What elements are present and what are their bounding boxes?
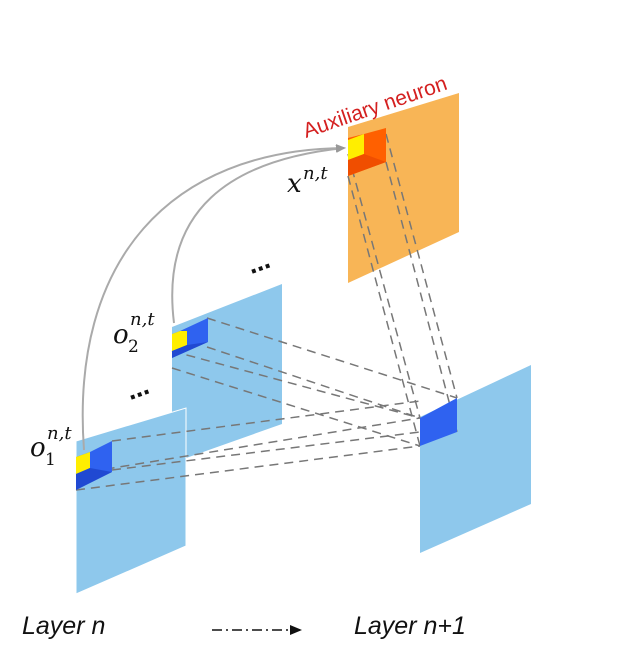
o1-label-subscript: 1: [45, 450, 56, 470]
target-neuron: [420, 398, 457, 446]
layer-n-feature-map-1: [75, 407, 187, 595]
layer-n-label: Layer n: [22, 612, 105, 640]
arrow-o1-to-aux: [81, 144, 346, 451]
neuron-o2: [172, 318, 208, 358]
ellipsis-middle: ⋯: [126, 380, 155, 411]
o1-label: o: [30, 433, 46, 463]
ellipsis-top: ⋯: [247, 254, 276, 285]
o2-label-superscript: n,t: [130, 309, 155, 330]
o2-label: o: [113, 320, 129, 350]
layer-n1-feature-map: [420, 365, 531, 553]
o1-label-superscript: n,t: [47, 423, 72, 444]
o2-label-subscript: 2: [128, 337, 139, 357]
connections-aux: [347, 133, 458, 447]
neuron-o1: [76, 441, 112, 490]
auxiliary-neuron: [348, 128, 386, 176]
connections-o2: [171, 317, 458, 447]
x-label-superscript: n,t: [303, 163, 328, 184]
x-label: x: [287, 169, 302, 199]
arrow-o2-to-aux: [171, 144, 346, 324]
layer-n1-label: Layer n+1: [354, 612, 466, 640]
